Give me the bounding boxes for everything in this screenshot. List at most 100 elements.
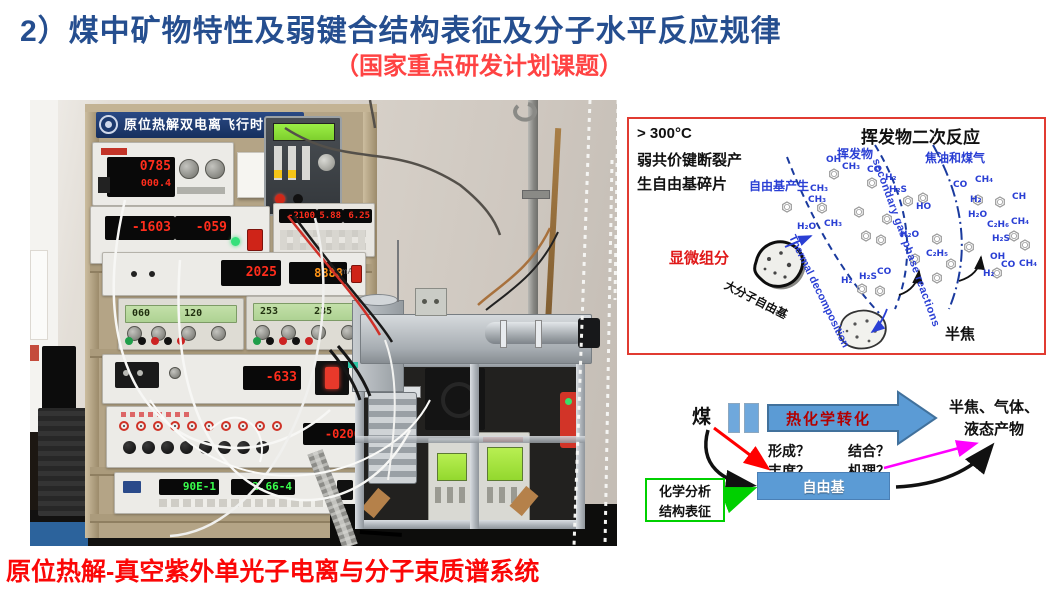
tube-clamp — [500, 320, 507, 348]
led-display: 2025 — [221, 260, 281, 286]
dc-power-supply: 060 120 — [118, 298, 244, 350]
frame-beam — [355, 436, 585, 443]
led-display: 90E-1 — [159, 479, 219, 495]
blue-table-corner — [30, 522, 88, 546]
molecule-label: C₂H₆ — [987, 220, 1010, 230]
lcd-value: 060 — [132, 308, 151, 319]
molecule-label: CH₄ — [1019, 259, 1038, 269]
analysis-line: 化学分析 — [658, 484, 711, 499]
molecule-label: CH₃ — [824, 219, 843, 229]
pipe-clamp — [522, 190, 550, 199]
knob — [311, 325, 326, 340]
jack-row — [125, 337, 185, 345]
support-rod — [397, 240, 399, 302]
bnc-connector — [187, 421, 197, 431]
molecule-label: CH₃ — [810, 184, 829, 194]
red-rocker — [325, 367, 339, 389]
knob — [161, 441, 174, 454]
power-supply-unit: 0785 000.4 — [92, 142, 234, 206]
coal-bar — [728, 403, 740, 433]
molecule-label: CH₃ — [808, 195, 827, 205]
led-display: -633 — [243, 366, 301, 390]
temperature-controller — [264, 116, 342, 216]
equipment-photo: 原位热解双电离飞行时间质谱 0785 000.4 -1603 -059 — [30, 100, 617, 546]
pc-tower — [38, 408, 94, 516]
bnc-connector — [204, 421, 214, 431]
led-display: 0785 000.4 — [107, 157, 175, 197]
knob — [211, 326, 226, 341]
led-display: 5.88 — [317, 209, 343, 223]
page-title: 2）煤中矿物特性及弱键合结构表征及分子水平反应规律 — [20, 15, 782, 48]
pilot-lamp — [231, 237, 240, 246]
molecule-label: H₂ — [885, 173, 897, 183]
led-display: -059 — [175, 216, 231, 240]
university-logo-icon — [99, 115, 118, 134]
red-label-strip — [121, 412, 191, 417]
junction-box — [415, 288, 447, 316]
knob — [218, 441, 231, 454]
diagram-title: 挥发物二次反应 — [861, 128, 980, 147]
metal-button — [169, 367, 181, 379]
power-switch — [337, 480, 353, 500]
bnc-connector — [170, 421, 180, 431]
coal-label: 煤 — [692, 407, 712, 428]
molecule-label: CH — [1012, 192, 1027, 202]
maceral-label: 显微组分 — [669, 250, 730, 267]
bond-break-note: 弱共价键断裂产 — [637, 152, 743, 169]
lcd-value: 235 — [314, 306, 333, 317]
tube-clamp — [535, 320, 542, 348]
temperature-panel: 2025 8888 mA — [102, 252, 366, 296]
wall-paper — [30, 250, 48, 340]
molecule-label: CO — [1001, 260, 1016, 270]
question-bonding: 结合？ — [848, 443, 890, 459]
char-label: 半焦 — [945, 326, 976, 343]
chemical-analysis-box: 化学分析 结构表征 — [645, 478, 725, 522]
power-switch — [247, 229, 263, 251]
led-display: -2100 — [279, 209, 317, 223]
knob — [237, 441, 250, 454]
molecule-label: H₂ — [841, 276, 853, 286]
bnc-connector — [153, 421, 163, 431]
molecule-label: H₂ — [970, 195, 982, 205]
volatiles-label: 挥发物 — [837, 147, 874, 161]
jack-row — [253, 337, 313, 345]
led-display: 8888 — [289, 262, 347, 284]
knob — [205, 159, 225, 179]
conversion-flow-diagram: 煤 热化学转化 半焦、气体、 液态产物 形成？ 丰度？ 结合？ 机理？ 自由基 … — [640, 388, 1048, 538]
molecule-label: CH₄ — [975, 175, 994, 185]
knob — [123, 441, 136, 454]
power-switch — [98, 177, 110, 193]
tube-end-cap — [578, 318, 600, 348]
tar-gas-label: 焦油和煤气 — [925, 151, 986, 165]
page-subtitle: （国家重点研发计划课题） — [335, 53, 623, 80]
question-formation: 形成？ — [768, 443, 810, 459]
led-display: 2.66-4 — [231, 479, 295, 495]
molecule-label: CH₃ — [842, 162, 861, 172]
gauge-controller — [478, 432, 530, 522]
led-display: -1603 — [105, 216, 175, 240]
lcd-screen — [273, 123, 335, 141]
lcd-value: 253 — [260, 306, 279, 317]
keypad-yellow-keys — [274, 170, 282, 178]
knob — [179, 159, 199, 179]
molecule-label: CH₄ — [1011, 217, 1030, 227]
knob — [256, 441, 269, 454]
lcd-screen — [437, 453, 467, 481]
gauge-controller — [428, 438, 474, 522]
red-switch — [351, 265, 362, 283]
wall-pipe — [528, 100, 538, 342]
molecule-label: OH — [990, 252, 1006, 262]
frame-beam — [576, 358, 585, 529]
button-strip — [159, 499, 339, 507]
bnc-connector — [119, 421, 129, 431]
molecule-label: H₂O — [797, 222, 817, 232]
products-label: 液态产物 — [963, 421, 1024, 438]
radical-generation-label: 自由基产生 — [749, 179, 810, 193]
molecule-label: H₂O — [968, 210, 988, 220]
teal-connector — [348, 362, 358, 368]
pulse-generator: -2100 5.88 6.25 — [273, 203, 375, 257]
bnc-connector — [221, 421, 231, 431]
diagram-drawing — [753, 144, 1030, 350]
